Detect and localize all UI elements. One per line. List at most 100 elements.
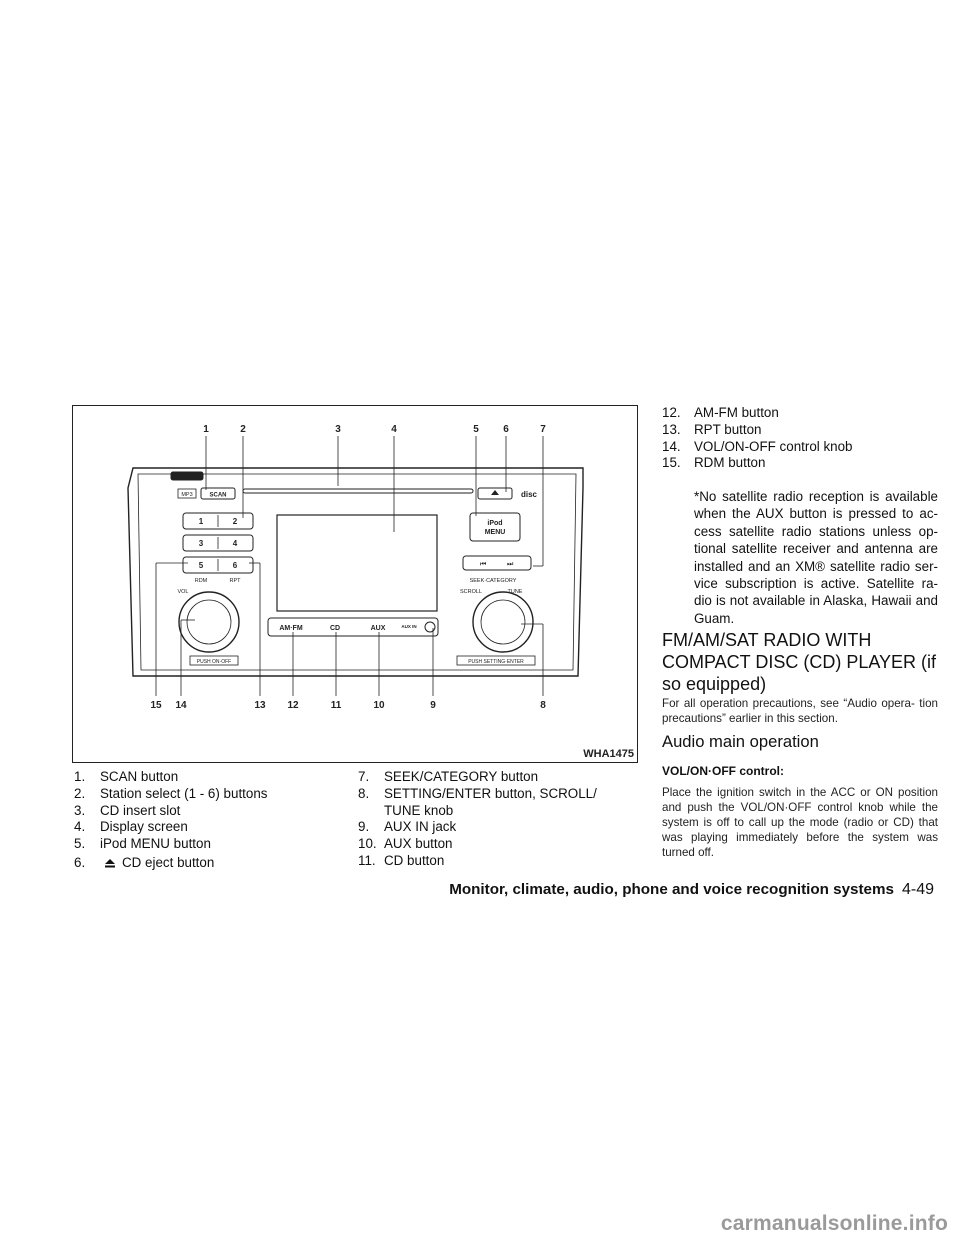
legend-num: 7. xyxy=(358,769,370,784)
legend-num: 14. xyxy=(662,438,681,454)
cd-text: CD xyxy=(330,625,340,632)
legend-item: 1. SCAN button xyxy=(74,769,324,786)
preset-6: 6 xyxy=(233,561,238,570)
callout-7: 7 xyxy=(540,424,546,435)
callout-14: 14 xyxy=(175,700,187,711)
preset-row-3 xyxy=(182,556,254,574)
legend-text: Display screen xyxy=(100,819,188,835)
legend-item: 14.VOL/ON-OFF control knob xyxy=(662,439,938,456)
page-number: 4-49 xyxy=(901,881,934,898)
mp3-text: MP3 xyxy=(181,492,192,498)
callout-5: 5 xyxy=(473,424,479,435)
seek-category-text: SEEK·CATEGORY xyxy=(470,578,517,584)
callout-13: 13 xyxy=(254,700,266,711)
preset-3: 3 xyxy=(199,539,204,548)
legend-column-3: 12. AM-FM button 13. RPT button 14.VOL/ON-… xyxy=(662,405,938,472)
rdm-text: RDM xyxy=(195,578,208,584)
legend-text: SETTING/ENTER button, SCROLL/ TUNE knob xyxy=(384,785,597,818)
legend-num: 12. xyxy=(662,405,681,420)
seek-back-icon: ⏮ xyxy=(480,561,486,568)
callout-8: 8 xyxy=(540,700,546,711)
legend-item: 12. AM-FM button xyxy=(662,405,938,422)
legend-num: 3. xyxy=(74,802,86,818)
legend-num: 6. xyxy=(74,854,86,870)
legend-item: 15.RDM button xyxy=(662,455,938,472)
callout-15: 15 xyxy=(150,700,162,711)
callout-9: 9 xyxy=(430,700,436,711)
push-setting-text: PUSH SETTING·ENTER xyxy=(468,659,524,665)
legend-text: CD button xyxy=(384,852,445,868)
preset-row-2 xyxy=(182,534,254,552)
rpt-text: RPT xyxy=(230,578,242,584)
bezel xyxy=(127,467,584,677)
legend-text: AUX button xyxy=(384,836,453,852)
legend-num: 11. xyxy=(358,852,376,868)
legend-text: AUX IN jack xyxy=(384,819,457,835)
legend-item: 10. AUX button xyxy=(358,836,618,853)
eject-button xyxy=(477,487,513,500)
preset-2: 2 xyxy=(233,517,238,526)
control-label: VOL/ON·OFF control: xyxy=(662,764,784,778)
vol-text: VOL xyxy=(177,589,188,595)
scan-text: SCAN xyxy=(209,493,226,499)
legend-num: 5. xyxy=(74,836,86,852)
callout-2: 2 xyxy=(240,424,246,435)
source-button-bar xyxy=(267,617,439,637)
legend-num: 13. xyxy=(662,421,681,437)
push-on-off-text: PUSH ON·OFF xyxy=(197,659,231,665)
callout-4: 4 xyxy=(391,424,397,435)
legend-text: CD insert slot xyxy=(100,802,181,818)
preset-row-1 xyxy=(182,512,254,530)
legend-item: 4.Display screen xyxy=(74,819,324,836)
aux-in-jack xyxy=(424,621,436,633)
mp3-badge xyxy=(177,488,197,499)
legend-text: Station select (1 - 6) buttons xyxy=(100,785,268,801)
preset-5: 5 xyxy=(199,561,204,570)
push-on-off-label-box xyxy=(189,655,239,666)
legend-text: RPT button xyxy=(694,421,762,437)
radio-figure: MP3 SCAN disc 1 2 3 4 5 6 RDM RPT VOL xyxy=(72,405,638,763)
callout-11: 11 xyxy=(331,700,342,711)
legend-num: 10. xyxy=(358,836,377,852)
ipod-text: iPod xyxy=(487,520,502,527)
legend-text-wrap: CD eject button xyxy=(100,855,324,872)
legend-text: iPod MENU button xyxy=(100,836,211,852)
preset-1: 1 xyxy=(199,517,204,526)
aux-in-text: AUX IN xyxy=(401,624,416,629)
tune-text: TUNE xyxy=(508,589,523,595)
tune-knob-inner xyxy=(480,599,526,645)
seek-button xyxy=(462,555,532,571)
aux-text: AUX xyxy=(371,625,386,632)
legend-num: 15. xyxy=(662,455,681,471)
callout-1: 1 xyxy=(203,424,209,435)
push-setting-label-box xyxy=(456,655,536,666)
legend-column-1: 1. SCAN button 2. Station select (1 - 6) b… xyxy=(74,769,324,872)
brand-logo xyxy=(170,471,204,481)
legend-text: AM-FM button xyxy=(694,405,779,420)
legend-column-2: 7.SEEK/CATEGORY button 8. SETTING/ENTER b… xyxy=(358,769,618,870)
legend-item: 7.SEEK/CATEGORY button xyxy=(358,769,618,786)
seek-fwd-icon: ⏭ xyxy=(507,561,514,568)
legend-text: CD eject button xyxy=(122,854,215,870)
legend-item: 13. RPT button xyxy=(662,422,938,439)
legend-num: 1. xyxy=(74,769,86,784)
legend-text: SCAN button xyxy=(100,769,179,784)
preset-4: 4 xyxy=(233,539,238,548)
legend-num: 2. xyxy=(74,785,86,801)
display-screen xyxy=(276,514,438,612)
vol-knob xyxy=(178,591,240,653)
control-text: Place the ignition switch in the ACC or … xyxy=(662,786,938,859)
legend-item: 6. CD eject button xyxy=(74,855,324,872)
legend-item: 8. SETTING/ENTER button, SCROLL/ TUNE kno… xyxy=(358,786,618,820)
scan-button xyxy=(200,487,236,500)
legend-num: 8. xyxy=(358,785,370,801)
callout-6: 6 xyxy=(503,424,509,435)
satellite-note: *No satellite radio reception is availab… xyxy=(694,489,938,626)
vol-knob-inner xyxy=(186,599,232,645)
callout-12: 12 xyxy=(287,700,299,711)
disc-text: disc xyxy=(521,490,538,499)
section-title: FM/AM/SAT RADIO WITH COMPACT DISC (CD) P… xyxy=(662,630,937,694)
legend-item: 5. iPod MENU button xyxy=(74,836,324,853)
legend-item: 11. CD button xyxy=(358,853,618,870)
precautions-text: For all operation precautions, see “Audi… xyxy=(662,697,938,725)
